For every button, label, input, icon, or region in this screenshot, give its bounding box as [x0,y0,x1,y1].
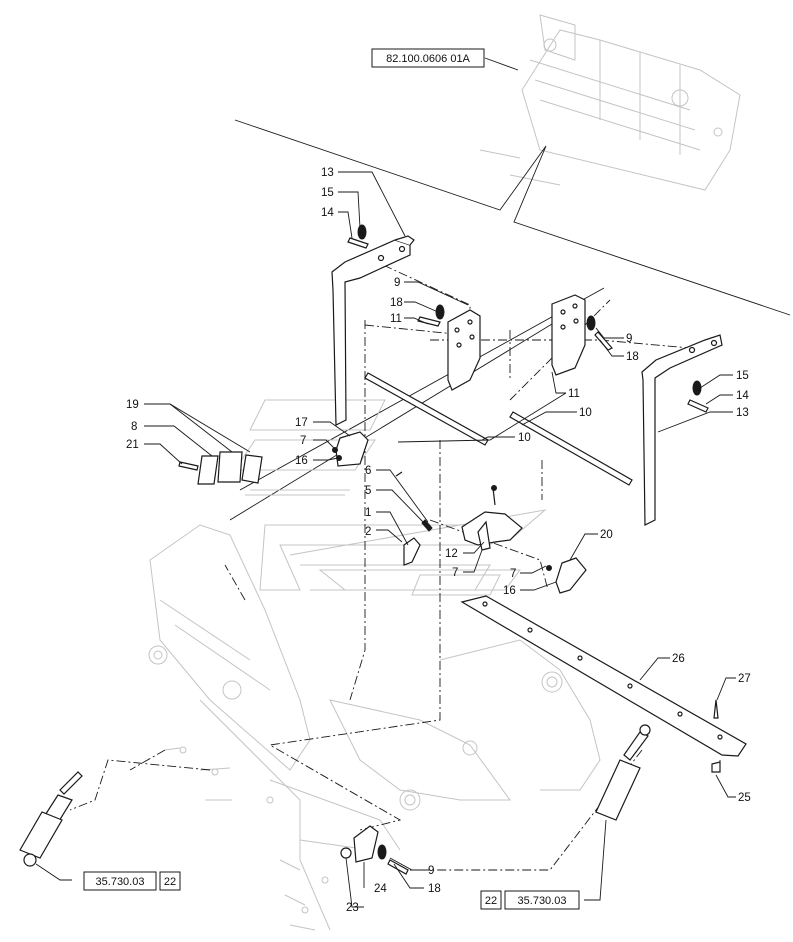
callout-16: 16 [295,455,308,467]
reference-box-bottom-right[interactable]: 22 35.730.03 [480,890,580,910]
callout-14: 14 [736,390,749,402]
callout-13: 13 [736,407,749,419]
reference-box-bottom-left[interactable]: 35.730.03 22 [83,871,181,891]
callout-18: 18 [390,297,403,309]
bracket-left [447,309,481,391]
tine-plates-ghost [234,399,547,596]
callout-21: 21 [126,439,139,451]
callout-5: 5 [365,485,371,497]
reference-box-top[interactable]: 82.100.0606 01A [371,48,485,68]
callout-7: 7 [510,568,516,580]
callout-1: 1 [365,507,371,519]
callout-24: 24 [374,883,387,895]
lock-pins [347,224,709,413]
callout-9: 9 [428,865,434,877]
fork-tine-right [641,334,723,526]
reference-code-top: 82.100.0606 01A [386,53,470,65]
bolt-27-nut-25 [711,699,721,773]
pads-group [178,451,263,485]
callout-8: 8 [131,421,137,433]
callout-9: 9 [394,277,400,289]
bucket-assembly-ghost-top [479,14,741,191]
bracket-12 [461,485,523,551]
callout-11: 11 [568,388,580,400]
callout-labels: 13 15 14 9 18 11 9 18 15 14 13 11 10 10 … [126,167,751,914]
callout-13: 13 [321,167,334,179]
wear-plate-20 [546,557,587,594]
block-17 [332,431,369,467]
callout-18: 18 [626,351,639,363]
callout-2: 2 [365,526,371,538]
reference-code-bottom-left: 35.730.03 [96,876,145,888]
callout-26: 26 [672,653,685,665]
reference-sheet-bottom-left: 22 [164,876,176,888]
hydraulic-cylinder-right [595,724,651,821]
reference-code-bottom-right: 35.730.03 [518,895,567,907]
callout-6: 6 [365,465,371,477]
callout-27: 27 [738,673,751,685]
hydraulic-cylinder-left [19,771,83,867]
callout-10: 10 [579,407,592,419]
callout-10: 10 [518,432,531,444]
bracket-right [551,294,586,376]
callout-18: 18 [428,883,441,895]
rod-right [509,411,633,486]
rod-left [364,372,489,446]
callout-19: 19 [126,399,139,411]
cutting-edge-26 [460,595,747,757]
reference-sheet-bottom-right: 22 [485,895,497,907]
section-plane-lines [229,119,791,521]
callout-9: 9 [626,333,632,345]
callout-14: 14 [321,207,334,219]
bucket-assembly-ghost-bottom [148,524,601,931]
callout-11: 11 [390,313,402,325]
leader-lines [35,57,736,908]
callout-7: 7 [300,435,306,447]
callout-23: 23 [346,902,359,914]
callout-20: 20 [600,529,613,541]
callout-16: 16 [503,585,516,597]
callout-15: 15 [321,187,334,199]
callout-12: 12 [445,548,458,560]
callout-15: 15 [736,370,749,382]
latch-23-24 [340,825,409,875]
callout-25: 25 [738,792,751,804]
callout-7: 7 [452,567,458,579]
fork-tine-left [331,235,415,426]
callout-17: 17 [295,417,308,429]
